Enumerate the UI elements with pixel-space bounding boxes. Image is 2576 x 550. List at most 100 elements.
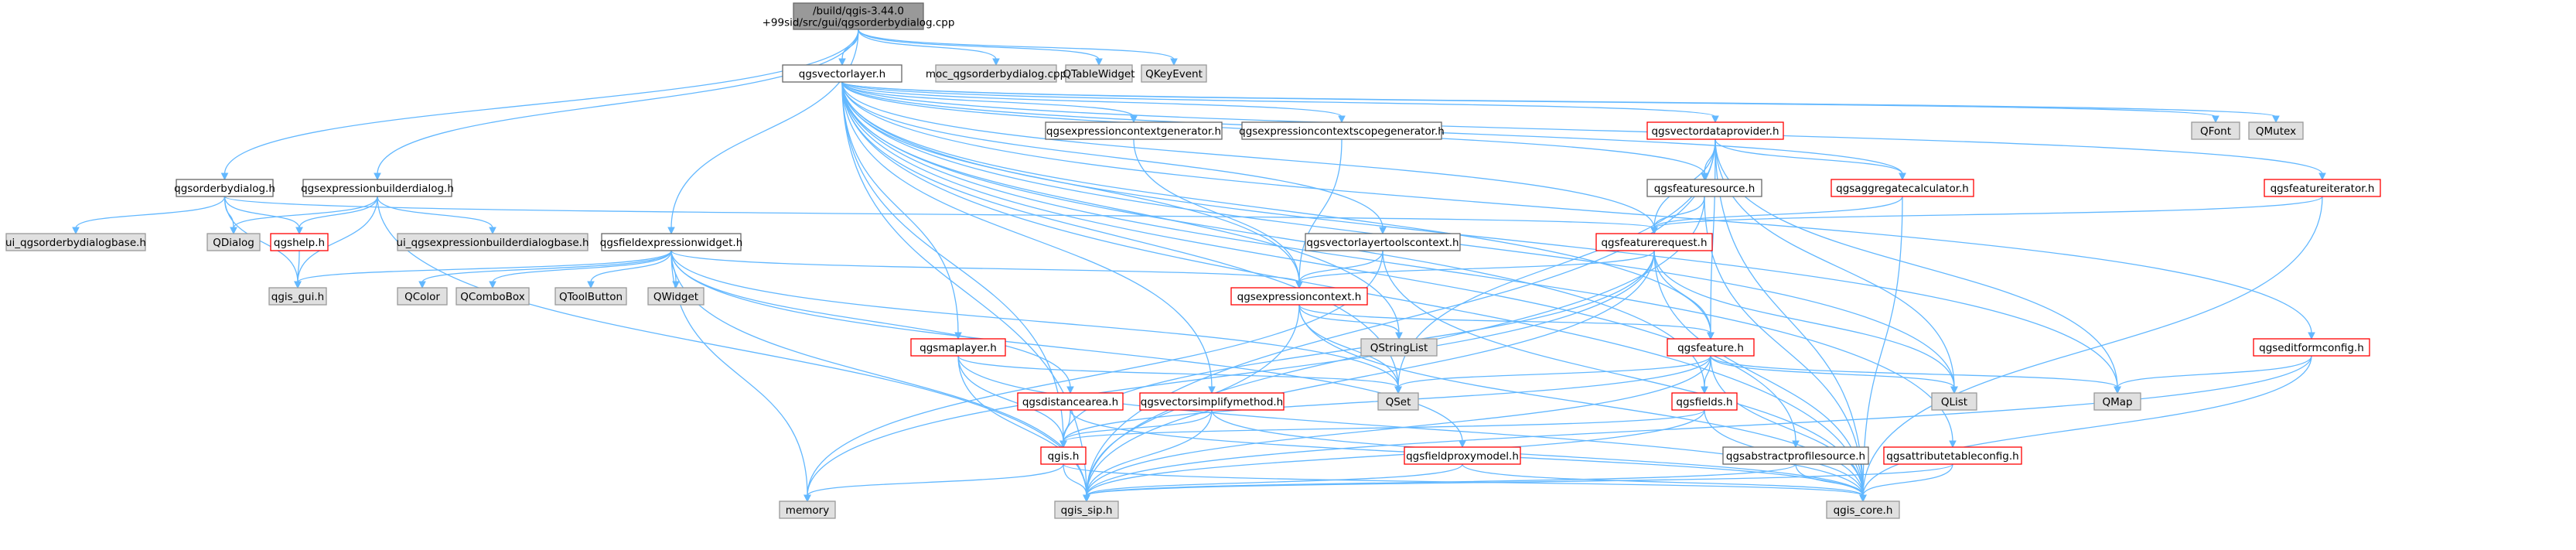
- node-label: QFont: [2200, 125, 2231, 138]
- edge-qgsfieldexpressionwidget-to-qgsfieldproxymodel: [670, 250, 1466, 449]
- edge-qgsvectorlayer-to-qgsmaplayer: [841, 81, 962, 340]
- node-qgsvectorlayertoolscontext[interactable]: qgsvectorlayertoolscontext.h: [1305, 233, 1461, 251]
- node-box: [2248, 121, 2304, 140]
- node-qwidget[interactable]: QWidget: [647, 287, 705, 306]
- edge-qgsfeature-to-qmap: [1710, 355, 2121, 395]
- edge-qgsvectordataprovider-to-qmap: [1714, 138, 2121, 395]
- node-qfont[interactable]: QFont: [2191, 121, 2240, 140]
- node-qgsfieldexpressionwidget[interactable]: qgsfieldexpressionwidget.h: [600, 233, 743, 251]
- node-box: [2093, 392, 2141, 411]
- edge-qgsexpressioncontext-to-qgsfeature: [1298, 304, 1714, 340]
- node-box: [779, 500, 836, 519]
- node-box: [5, 233, 146, 251]
- edge-qgsexpressionbuilderdialog-to-ui_exprbuilder: [377, 196, 496, 235]
- node-qgsfields[interactable]: qgsfields.h: [1671, 392, 1738, 411]
- edge-qgsexpressionbuilderdialog-to-qgshelp: [295, 196, 378, 235]
- node-box: [1404, 446, 1521, 465]
- node-qgsfieldproxymodel[interactable]: qgsfieldproxymodel.h: [1404, 446, 1521, 465]
- node-root[interactable]: /build/qgis-3.44.0+99sid/src/gui/qgsorde…: [763, 2, 955, 30]
- node-box: [1017, 392, 1124, 411]
- node-qmap[interactable]: QMap: [2093, 392, 2141, 411]
- node-moc[interactable]: moc_qgsorderbydialog.cpp: [926, 64, 1066, 83]
- node-qcolor[interactable]: QColor: [397, 287, 448, 306]
- node-box: [397, 233, 589, 251]
- node-qgsvectorsimplifymethod[interactable]: qgsvectorsimplifymethod.h: [1139, 392, 1285, 411]
- node-box: [1830, 179, 1974, 197]
- node-qtoolbutton[interactable]: QToolButton: [554, 287, 627, 306]
- node-qkeyevent[interactable]: QKeyEvent: [1141, 64, 1207, 83]
- node-qgsorderbydialog[interactable]: qgsorderbydialog.h: [174, 179, 275, 197]
- edge-qgsvectorlayer-to-qmap: [841, 81, 2121, 395]
- node-label: QStringList: [1370, 342, 1428, 354]
- node-box: [647, 287, 705, 306]
- node-qgis_core[interactable]: qgis_core.h: [1826, 500, 1900, 519]
- node-qgsfeaturerequest[interactable]: qgsfeaturerequest.h: [1595, 233, 1713, 251]
- node-qgsexpressioncontextscopegenerator[interactable]: qgsexpressioncontextscopegenerator.h: [1239, 121, 1445, 140]
- node-memory[interactable]: memory: [779, 500, 836, 519]
- node-qgsfeaturesource[interactable]: qgsfeaturesource.h: [1646, 179, 1762, 197]
- edge-root-to-qgsorderbydialog: [220, 29, 859, 181]
- node-qgis_sip[interactable]: qgis_sip.h: [1054, 500, 1119, 519]
- node-box: [1045, 121, 1223, 140]
- edge-qgsfields-to-qgis_h: [1059, 409, 1705, 449]
- node-qgsexpressioncontext[interactable]: qgsexpressioncontext.h: [1230, 287, 1368, 306]
- edge-qgsfeaturerequest-to-qlist: [1653, 250, 1958, 395]
- node-box: [270, 233, 329, 251]
- node-qtablewidget[interactable]: QTableWidget: [1063, 64, 1135, 83]
- node-qgsmaplayer[interactable]: qgsmaplayer.h: [910, 338, 1006, 357]
- node-label: qgsattributetableconfig.h: [1886, 450, 2018, 463]
- edge-qgsexpressioncontext-to-qstringlist: [1298, 304, 1403, 340]
- node-label: qgsfeaturerequest.h: [1601, 237, 1707, 249]
- node-qset[interactable]: QSet: [1377, 392, 1419, 411]
- node-qmutex[interactable]: QMutex: [2248, 121, 2304, 140]
- node-label: qgsfeatureiterator.h: [2271, 183, 2375, 195]
- node-box: [1595, 233, 1713, 251]
- node-qgis_h[interactable]: qgis.h: [1040, 446, 1087, 465]
- node-box: [2191, 121, 2240, 140]
- edge-root-to-qkeyevent: [858, 29, 1178, 67]
- node-qgsexpressionbuilderdialog[interactable]: qgsexpressionbuilderdialog.h: [301, 179, 454, 197]
- node-qgsfeatureiterator[interactable]: qgsfeatureiterator.h: [2264, 179, 2381, 197]
- node-qgsvectorlayer[interactable]: qgsvectorlayer.h: [782, 64, 902, 83]
- edge-qgsvectorlayertoolscontext-to-qgsexpressioncontext: [1295, 250, 1384, 289]
- node-label: qgsaggregatecalculator.h: [1836, 183, 1969, 195]
- edge-qgsvectorlayer-to-qgis_h: [841, 81, 1067, 449]
- node-qgsdistancearea[interactable]: qgsdistancearea.h: [1017, 392, 1124, 411]
- node-qgsvectordataprovider[interactable]: qgsvectordataprovider.h: [1646, 121, 1784, 140]
- node-qcombobox[interactable]: QComboBox: [455, 287, 530, 306]
- node-box: [1141, 64, 1207, 83]
- node-box: [1040, 446, 1087, 465]
- edge-qgsfieldexpressionwidget-to-qgis_gui: [294, 250, 672, 289]
- node-label: qgsabstractprofilesource.h: [1726, 450, 1865, 463]
- node-qgshelp[interactable]: qgshelp.h: [270, 233, 329, 251]
- edge-layer: [72, 29, 2326, 503]
- node-qgis_gui[interactable]: qgis_gui.h: [268, 287, 327, 306]
- node-qgsfeature[interactable]: qgsfeature.h: [1667, 338, 1755, 357]
- node-qgsabstractprofilesource[interactable]: qgsabstractprofilesource.h: [1722, 446, 1869, 465]
- edge-qgsfieldexpressionwidget-to-qcolor: [418, 250, 672, 289]
- edge-qgsvectorlayer-to-qgsexpressioncontextscopegenerator: [841, 81, 1346, 124]
- node-ui_exprbuilder[interactable]: ui_qgsexpressionbuilderdialogbase.h: [396, 233, 589, 251]
- node-label: qgsfieldexpressionwidget.h: [600, 237, 743, 249]
- edge-qgsfeaturerequest-to-memory: [804, 250, 1655, 503]
- edge-qgsfieldexpressionwidget-to-qcombobox: [489, 250, 672, 289]
- node-box: [1667, 338, 1755, 357]
- node-qgseditformconfig[interactable]: qgseditformconfig.h: [2253, 338, 2370, 357]
- node-label: QMutex: [2256, 125, 2296, 138]
- edge-root-to-qgsvectorlayer: [838, 29, 859, 67]
- node-qgsaggregatecalculator[interactable]: qgsaggregatecalculator.h: [1830, 179, 1974, 197]
- node-qlist[interactable]: QList: [1931, 392, 1977, 411]
- node-qgsattributetableconfig[interactable]: qgsattributetableconfig.h: [1883, 446, 2022, 465]
- edge-qgseditformconfig-to-qmap: [2114, 355, 2312, 395]
- node-qstringlist[interactable]: QStringList: [1360, 338, 1438, 357]
- edge-qgsfieldexpressionwidget-to-qgsexpressioncontext: [670, 250, 1303, 289]
- node-qgsexpressioncontextgenerator[interactable]: qgsexpressioncontextgenerator.h: [1045, 121, 1223, 140]
- node-box: [176, 179, 274, 197]
- node-box: [2253, 338, 2370, 357]
- node-box: [397, 287, 448, 306]
- node-qdialog[interactable]: QDialog: [206, 233, 261, 251]
- node-ui_orderby[interactable]: ui_qgsorderbydialogbase.h: [5, 233, 146, 251]
- node-label: ui_qgsexpressionbuilderdialogbase.h: [396, 237, 589, 249]
- node-box: [1377, 392, 1419, 411]
- node-label: QWidget: [653, 291, 698, 303]
